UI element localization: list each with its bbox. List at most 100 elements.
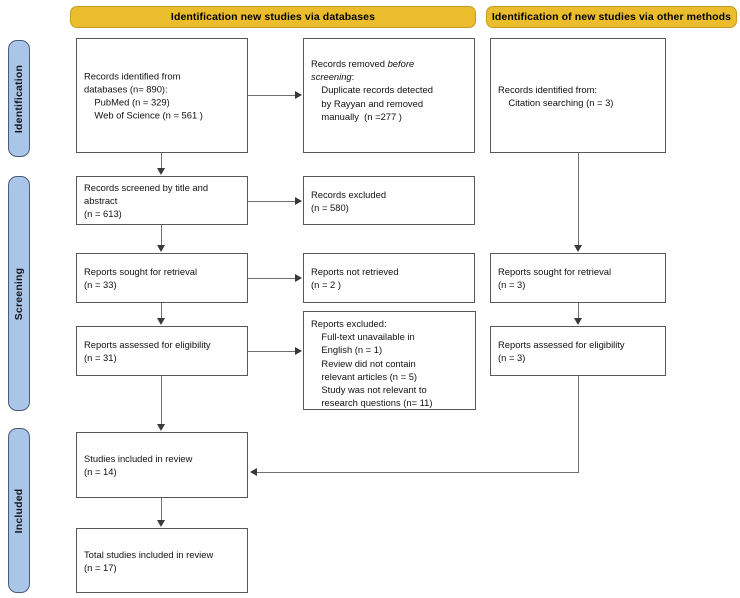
reports-sought-other-line2: (n = 3) xyxy=(498,279,526,290)
records-removed-line2: screening xyxy=(311,71,352,83)
connector-sought-to-not-retrieved xyxy=(248,278,295,279)
records-removed-line3: Duplicate records detected xyxy=(311,84,433,96)
records-removed-line1: Records removed xyxy=(311,58,388,69)
total-included-line1: Total studies included in review xyxy=(84,548,214,560)
box-reports-assessed-eligibility: Reports assessed for eligibility (n = 31… xyxy=(76,326,248,376)
records-removed-line5: manually (n =277 ) xyxy=(311,110,402,122)
connector-assessed-other-elbow-horizontal xyxy=(257,472,578,473)
records-identified-line4: Web of Science (n = 561 ) xyxy=(84,109,203,121)
reports-excluded-line5: relevant articles (n = 5) xyxy=(311,370,418,382)
connector-studies-to-total-included xyxy=(161,498,162,520)
arrowhead-screened-to-sought xyxy=(157,245,165,252)
box-records-removed-text: Records removed before screening: Duplic… xyxy=(311,57,470,123)
box-records-identified-other-methods: Records identified from: Citation search… xyxy=(490,38,666,153)
studies-included-line2: (n = 14) xyxy=(84,466,117,477)
reports-excluded-line1: Reports excluded: xyxy=(311,318,387,329)
connector-assessed-to-studies-included xyxy=(161,376,162,424)
connector-assessed-other-elbow-vertical xyxy=(578,376,579,473)
phase-label-screening: Screening xyxy=(13,267,25,320)
box-reports-sought-retrieval: Reports sought for retrieval (n = 33) xyxy=(76,253,248,303)
records-removed-line4: by Rayyan and removed xyxy=(311,97,424,109)
box-records-excluded: Records excluded (n = 580) xyxy=(303,176,475,225)
records-screened-line1: Records screened by title and xyxy=(84,181,209,193)
connector-sought-to-assessed xyxy=(161,303,162,318)
records-screened-line3: (n = 613) xyxy=(84,208,122,220)
box-reports-excluded-text: Reports excluded: Full-text unavailable … xyxy=(311,317,471,409)
box-reports-assessed-other-text: Reports assessed for eligibility (n = 3) xyxy=(498,338,661,364)
box-studies-included-review: Studies included in review (n = 14) xyxy=(76,432,248,498)
records-screened-line2: abstract xyxy=(84,194,118,206)
records-removed-line2-tail: : xyxy=(351,71,355,83)
reports-excluded-line6: Study was not relevant to xyxy=(311,384,427,396)
box-total-included-text: Total studies included in review (n = 17… xyxy=(84,547,243,573)
box-studies-included-text: Studies included in review (n = 14) xyxy=(84,452,243,478)
box-reports-sought-retrieval-other: Reports sought for retrieval (n = 3) xyxy=(490,253,666,303)
box-records-screened: Records screened by title and abstract (… xyxy=(76,176,248,225)
records-excluded-line1: Records excluded xyxy=(311,188,387,200)
arrowhead-studies-to-total-included xyxy=(157,520,165,527)
total-included-line2: (n = 17) xyxy=(84,561,117,573)
box-reports-assessed-text: Reports assessed for eligibility (n = 31… xyxy=(84,338,243,364)
box-records-identified-other-text: Records identified from: Citation search… xyxy=(498,82,661,108)
connector-sought-other-to-assessed-other xyxy=(578,303,579,318)
arrowhead-sought-to-assessed xyxy=(157,318,165,325)
reports-excluded-line4: Review did not contain xyxy=(311,357,416,369)
banner-identification-databases: Identification new studies via databases xyxy=(70,6,476,28)
box-reports-sought-text: Reports sought for retrieval (n = 33) xyxy=(84,265,243,291)
box-records-identified-databases: Records identified from databases (n= 89… xyxy=(76,38,248,153)
box-reports-excluded: Reports excluded: Full-text unavailable … xyxy=(303,311,476,410)
studies-included-line1: Studies included in review xyxy=(84,452,193,464)
box-reports-sought-other-text: Reports sought for retrieval (n = 3) xyxy=(498,265,661,291)
phase-label-included: Included xyxy=(13,488,25,533)
box-records-excluded-text: Records excluded (n = 580) xyxy=(311,187,470,213)
records-identified-other-line1: Records identified from: xyxy=(498,83,598,95)
box-records-screened-text: Records screened by title and abstract (… xyxy=(84,181,243,221)
records-identified-line1: Records identified from xyxy=(84,70,181,82)
connector-screened-to-sought xyxy=(161,225,162,245)
phase-bar-screening: Screening xyxy=(8,176,30,411)
reports-not-retrieved-line2: (n = 2 ) xyxy=(311,279,341,290)
banner-other-methods-label: Identification of new studies via other … xyxy=(491,11,732,23)
arrowhead-identified-to-screened xyxy=(157,168,165,175)
arrowhead-assessed-other-to-studies-included xyxy=(250,468,257,476)
reports-sought-line1: Reports sought for retrieval xyxy=(84,265,198,277)
box-reports-not-retrieved: Reports not retrieved (n = 2 ) xyxy=(303,253,475,303)
arrowhead-identified-to-removed xyxy=(295,91,302,99)
reports-assessed-line2: (n = 31) xyxy=(84,352,117,363)
reports-not-retrieved-line1: Reports not retrieved xyxy=(311,265,399,277)
connector-other-identified-to-sought xyxy=(578,153,579,245)
phase-bar-identification: Identification xyxy=(8,40,30,157)
reports-excluded-line3: English (n = 1) xyxy=(311,344,383,356)
records-identified-line2: databases (n= 890): xyxy=(84,83,168,95)
reports-assessed-other-line1: Reports assessed for eligibility xyxy=(498,338,625,350)
arrowhead-sought-other-to-assessed-other xyxy=(574,318,582,325)
connector-screened-to-excluded xyxy=(248,201,295,202)
records-identified-other-line2: Citation searching (n = 3) xyxy=(498,96,614,108)
reports-excluded-line7: research questions (n= 11) xyxy=(311,397,433,409)
connector-identified-to-removed xyxy=(248,95,295,96)
box-total-studies-included: Total studies included in review (n = 17… xyxy=(76,528,248,593)
banner-databases-label: Identification new studies via databases xyxy=(170,11,376,23)
connector-assessed-to-excluded xyxy=(248,351,295,352)
reports-sought-line2: (n = 33) xyxy=(84,279,117,290)
arrowhead-assessed-to-excluded xyxy=(295,347,302,355)
arrowhead-other-identified-to-sought xyxy=(574,245,582,252)
records-removed-emph: before xyxy=(387,58,415,69)
records-identified-line3: PubMed (n = 329) xyxy=(84,96,170,108)
arrowhead-screened-to-excluded xyxy=(295,197,302,205)
connector-identified-to-screened xyxy=(161,153,162,169)
reports-assessed-other-line2: (n = 3) xyxy=(498,352,526,363)
arrowhead-assessed-to-studies-included xyxy=(157,424,165,431)
records-excluded-line2: (n = 580) xyxy=(311,201,349,213)
arrowhead-sought-to-not-retrieved xyxy=(295,274,302,282)
box-reports-assessed-eligibility-other: Reports assessed for eligibility (n = 3) xyxy=(490,326,666,376)
reports-assessed-line1: Reports assessed for eligibility xyxy=(84,338,211,350)
phase-bar-included: Included xyxy=(8,428,30,593)
reports-excluded-line2: Full-text unavailable in xyxy=(311,331,415,343)
banner-identification-other-methods: Identification of new studies via other … xyxy=(486,6,737,28)
box-records-identified-text: Records identified from databases (n= 89… xyxy=(84,69,243,122)
box-records-removed-before-screening: Records removed before screening: Duplic… xyxy=(303,38,475,153)
phase-label-identification: Identification xyxy=(13,64,25,133)
box-reports-not-retrieved-text: Reports not retrieved (n = 2 ) xyxy=(311,265,470,291)
